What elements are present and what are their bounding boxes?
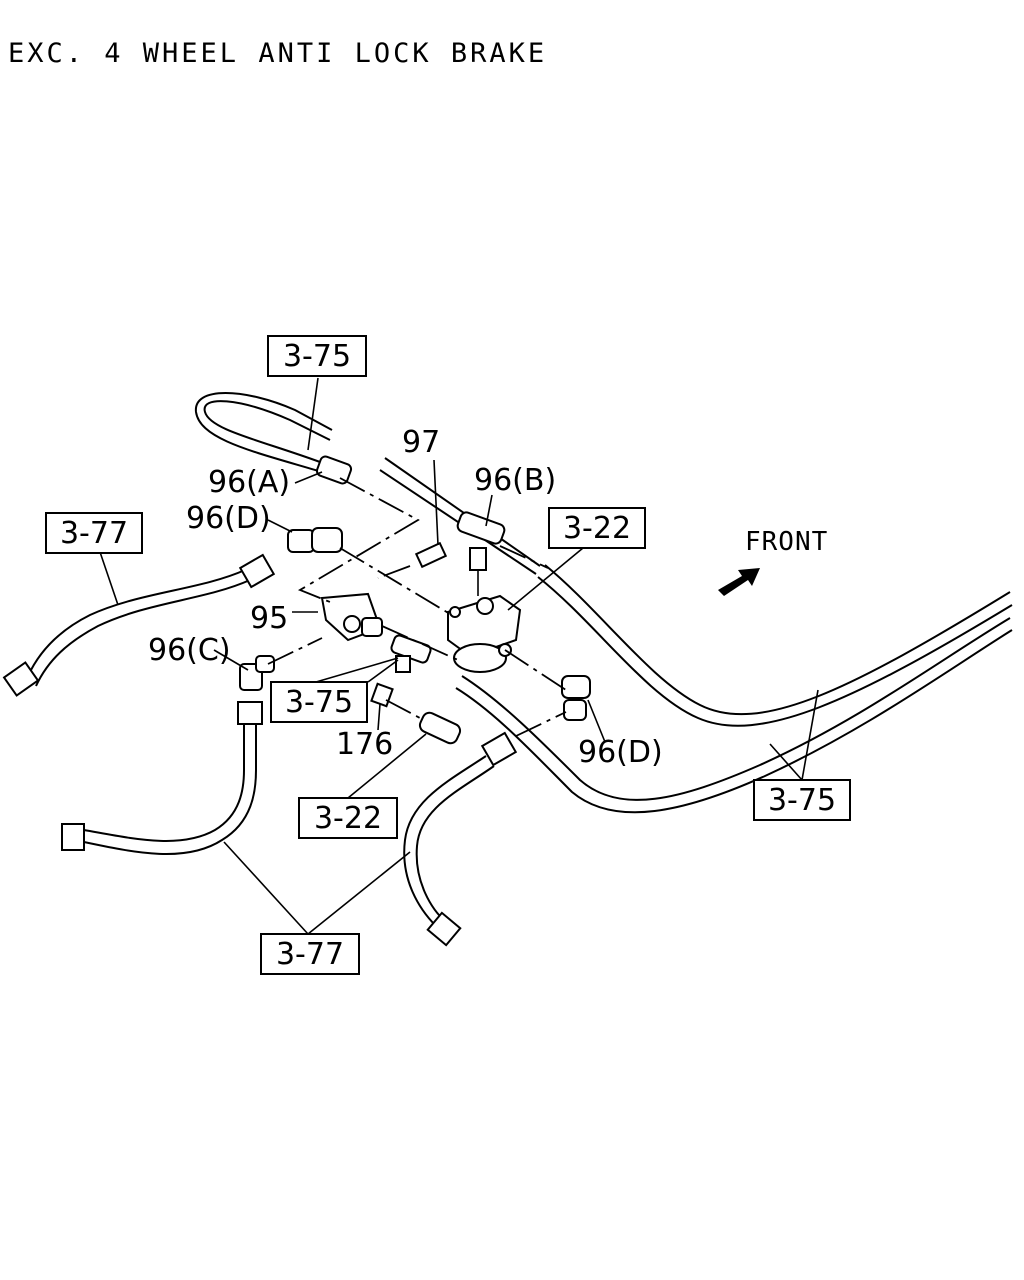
valve-95 — [320, 592, 383, 642]
connector-96a — [315, 455, 353, 485]
sensor-lower — [418, 711, 462, 745]
part-label-96d-right: 96(D) — [578, 735, 663, 770]
part-label-96d-left: 96(D) — [186, 501, 271, 536]
part-label-96c: 96(C) — [148, 633, 231, 668]
switch-176 — [370, 682, 394, 708]
brake-pipe-upper — [194, 392, 1013, 727]
leader-lines — [99, 377, 819, 935]
front-arrow-icon — [718, 568, 760, 596]
tee-fitting-96b — [456, 511, 506, 596]
callout-3-75-mid[interactable]: 3-75 — [270, 681, 368, 723]
callout-3-77-bottom[interactable]: 3-77 — [260, 933, 360, 975]
callout-label: 3-75 — [283, 339, 351, 374]
diagram-title: EXC. 4 WHEEL ANTI LOCK BRAKE — [8, 38, 548, 69]
callout-label: 3-77 — [60, 516, 128, 551]
callout-label: 3-75 — [285, 685, 353, 720]
brake-hose-left — [2, 553, 276, 697]
union-bolt-97 — [414, 459, 448, 569]
assembly-center-lines — [267, 477, 567, 737]
elbow-fitting-96c — [239, 655, 275, 691]
callout-label: 3-22 — [563, 511, 631, 546]
callout-3-75-top[interactable]: 3-75 — [267, 335, 367, 377]
callout-label: 3-77 — [276, 937, 344, 972]
tee-fitting-mid — [390, 634, 432, 673]
callout-label: 3-75 — [768, 783, 836, 818]
part-label-96b: 96(B) — [474, 463, 556, 498]
brake-hose-lower-left — [61, 701, 263, 855]
callout-3-75-right[interactable]: 3-75 — [753, 779, 851, 821]
elbow-fitting-96d-left — [287, 527, 343, 553]
part-label-176: 176 — [336, 727, 393, 762]
callout-3-22-right[interactable]: 3-22 — [548, 507, 646, 549]
front-label: FRONT — [745, 527, 828, 557]
part-label-95: 95 — [250, 601, 288, 636]
part-label-97: 97 — [402, 425, 440, 460]
callout-label: 3-22 — [314, 801, 382, 836]
callout-3-77-left[interactable]: 3-77 — [45, 512, 143, 554]
callout-3-22-bottom[interactable]: 3-22 — [298, 797, 398, 839]
elbow-fitting-96d-right — [561, 675, 591, 721]
brake-pipe-lower — [455, 617, 1013, 814]
brake-hose-lower-right — [403, 731, 518, 947]
proportioning-valve — [447, 594, 522, 673]
part-label-96a: 96(A) — [208, 465, 290, 500]
